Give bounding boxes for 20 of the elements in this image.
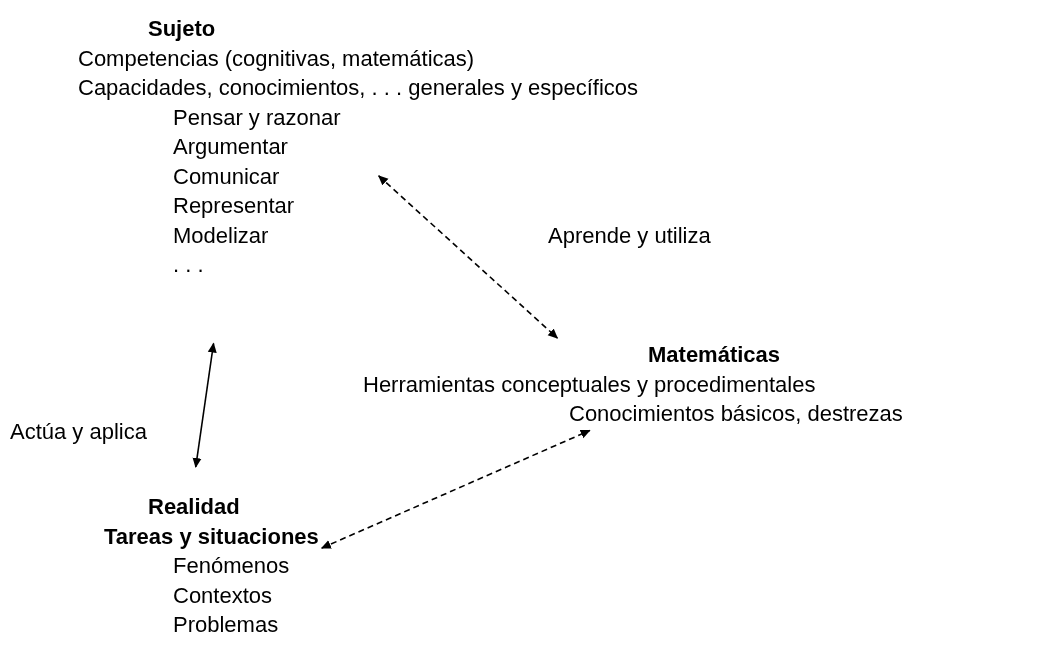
double-arrow: [320, 429, 591, 549]
subheading-text: Tareas y situaciones: [104, 522, 319, 551]
item-text: Comunicar: [173, 162, 280, 191]
heading-text: Matemáticas: [648, 341, 781, 369]
item-text: Argumentar: [173, 133, 288, 161]
item-text: Contextos: [173, 581, 273, 610]
heading-text: Realidad: [148, 493, 240, 521]
double-arrow: [377, 175, 559, 339]
item-text: Problemas: [173, 611, 279, 639]
heading-text: Sujeto: [148, 15, 216, 43]
item-text: Fenómenos: [173, 552, 290, 580]
item-text: Pensar y razonar: [173, 103, 341, 132]
double-arrow: [192, 342, 217, 468]
item-text: Representar: [173, 192, 295, 220]
item-text: Conocimientos básicos, destrezas: [569, 400, 903, 428]
item-text: Competencias (cognitivas, matemáticas): [78, 44, 475, 73]
item-text: Herramientas conceptuales y procedimentales: [363, 370, 816, 399]
item-text: Modelizar: [173, 221, 269, 250]
item-text: Capacidades, conocimientos, . . . generales y específicos: [78, 74, 639, 102]
item-text: . . .: [173, 251, 204, 279]
